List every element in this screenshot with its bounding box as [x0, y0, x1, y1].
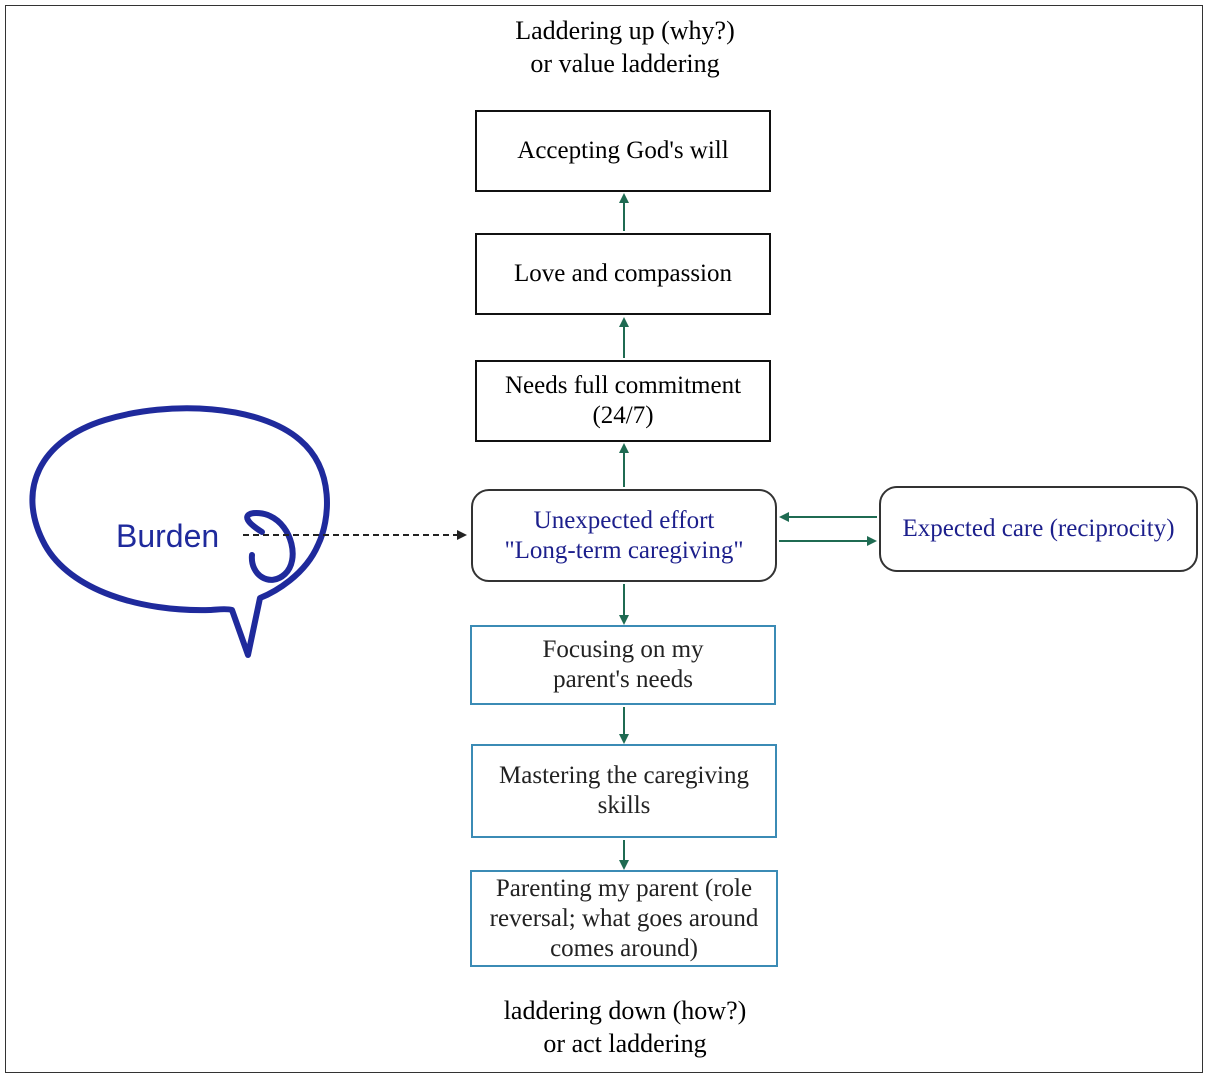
- node-needs-full-commitment: Needs full commitment (24/7): [475, 360, 771, 442]
- node-focusing-on-needs: Focusing on my parent's needs: [470, 625, 776, 705]
- node-mastering-line2: skills: [597, 792, 651, 819]
- node-accepting-label: Accepting God's will: [517, 137, 729, 164]
- node-focusing-line2: parent's needs: [553, 666, 693, 693]
- node-parenting-line3: comes around): [550, 934, 698, 962]
- node-commitment-line2: (24/7): [592, 402, 654, 429]
- node-parenting-line1: Parenting my parent (role: [495, 874, 753, 902]
- bottom-caption-line1: laddering down (how?): [503, 996, 747, 1025]
- node-accepting-gods-will: Accepting God's will: [475, 110, 771, 192]
- node-mastering-line1: Mastering the caregiving: [499, 762, 749, 789]
- node-expected-label: Expected care (reciprocity): [902, 515, 1175, 542]
- burden-thought-bubble: [29, 405, 330, 658]
- node-expected-care: Expected care (reciprocity): [879, 486, 1198, 572]
- top-caption: Laddering up (why?) or value laddering: [440, 14, 810, 80]
- node-unexpected-effort: Unexpected effort "Long-term caregiving": [471, 489, 777, 582]
- top-caption-line2: or value laddering: [530, 49, 720, 78]
- burden-label: Burden: [116, 518, 220, 554]
- node-parenting-my-parent: Parenting my parent (role reversal; what…: [470, 870, 778, 967]
- node-mastering-skills: Mastering the caregiving skills: [471, 744, 777, 838]
- node-commitment-line1: Needs full commitment: [504, 372, 742, 399]
- bottom-caption-line2: or act laddering: [543, 1029, 707, 1058]
- node-love-and-compassion: Love and compassion: [475, 233, 771, 315]
- bottom-caption: laddering down (how?) or act laddering: [440, 994, 810, 1060]
- diagram-frame: [5, 5, 1203, 1073]
- node-love-label: Love and compassion: [513, 260, 732, 287]
- node-parenting-line2: reversal; what goes around: [489, 904, 759, 932]
- node-focusing-line1: Focusing on my: [542, 636, 704, 663]
- node-unexpected-line1: Unexpected effort: [533, 506, 715, 534]
- top-caption-line1: Laddering up (why?): [515, 16, 735, 45]
- node-unexpected-line2: "Long-term caregiving": [504, 536, 744, 564]
- burden-thought-loop: [244, 510, 296, 583]
